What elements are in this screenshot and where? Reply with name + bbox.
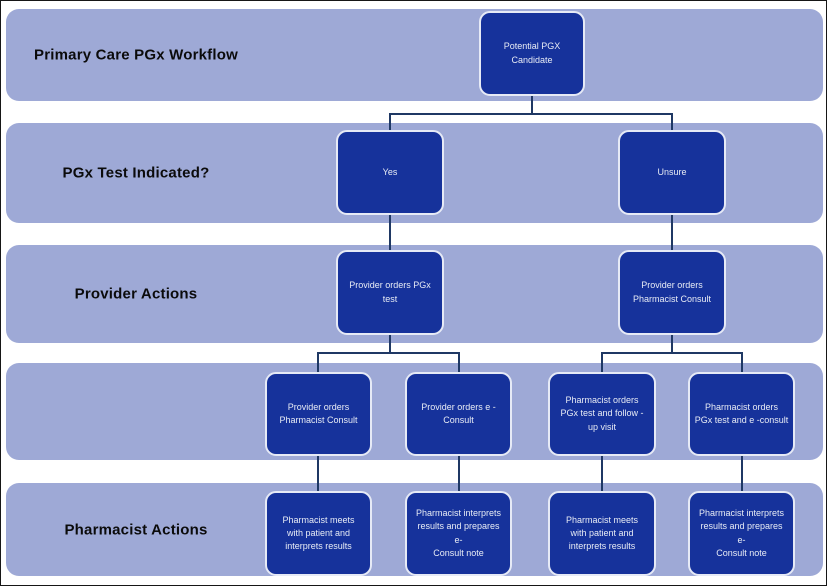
node-pharmacist-meets-patient-2: Pharmacist meets with patient and interp… <box>548 491 656 576</box>
connector-candidate-stem <box>531 96 533 115</box>
band-label-provider-actions: Provider Actions <box>74 285 198 303</box>
connector-row4-row5-3 <box>601 456 603 491</box>
connector-to-yes <box>389 113 391 131</box>
connector-candidate-split <box>389 113 673 115</box>
connector-to-pharm-consult <box>317 352 319 372</box>
diagram-title: Primary Care PGx Workflow <box>34 46 238 64</box>
node-provider-orders-pharmacist-consult-2: Provider orders Pharmacist Consult <box>265 372 372 456</box>
connector-consult-stem <box>671 335 673 353</box>
connector-pgxtest-split <box>317 352 460 354</box>
band-workflow-title: Primary Care PGx Workflow <box>6 9 823 101</box>
connector-yes-to-provider <box>389 215 391 251</box>
node-pharmacist-orders-pgx-followup: Pharmacist orders PGx test and follow - … <box>548 372 656 456</box>
connector-row4-row5-4 <box>741 456 743 491</box>
connector-unsure-to-provider <box>671 215 673 251</box>
node-unsure: Unsure <box>618 130 726 215</box>
node-pharmacist-meets-patient: Pharmacist meets with patient and interp… <box>265 491 372 576</box>
band-label-pharmacist-actions: Pharmacist Actions <box>64 521 208 538</box>
node-pharmacist-orders-pgx-econsult: Pharmacist orders PGx test and e -consul… <box>688 372 795 456</box>
connector-row4-row5-2 <box>458 456 460 491</box>
node-pharmacist-interprets-econsult-note: Pharmacist interprets results and prepar… <box>405 491 512 576</box>
connector-to-unsure <box>671 113 673 131</box>
node-potential-pgx-candidate: Potential PGX Candidate <box>479 11 585 96</box>
connector-to-pgx-econsult <box>741 352 743 372</box>
node-yes: Yes <box>336 130 444 215</box>
node-provider-orders-econsult: Provider orders e - Consult <box>405 372 512 456</box>
connector-consult-split <box>601 352 742 354</box>
connector-row4-row5-1 <box>317 456 319 491</box>
connector-pgxtest-stem <box>389 335 391 353</box>
connector-to-econsult <box>458 352 460 372</box>
node-provider-orders-pharmacist-consult: Provider orders Pharmacist Consult <box>618 250 726 335</box>
band-label-test-indicated: PGx Test Indicated? <box>62 164 210 182</box>
node-provider-orders-pgx-test: Provider orders PGx test <box>336 250 444 335</box>
connector-to-followup <box>601 352 603 372</box>
node-pharmacist-interprets-econsult-note-2: Pharmacist interprets results and prepar… <box>688 491 795 576</box>
